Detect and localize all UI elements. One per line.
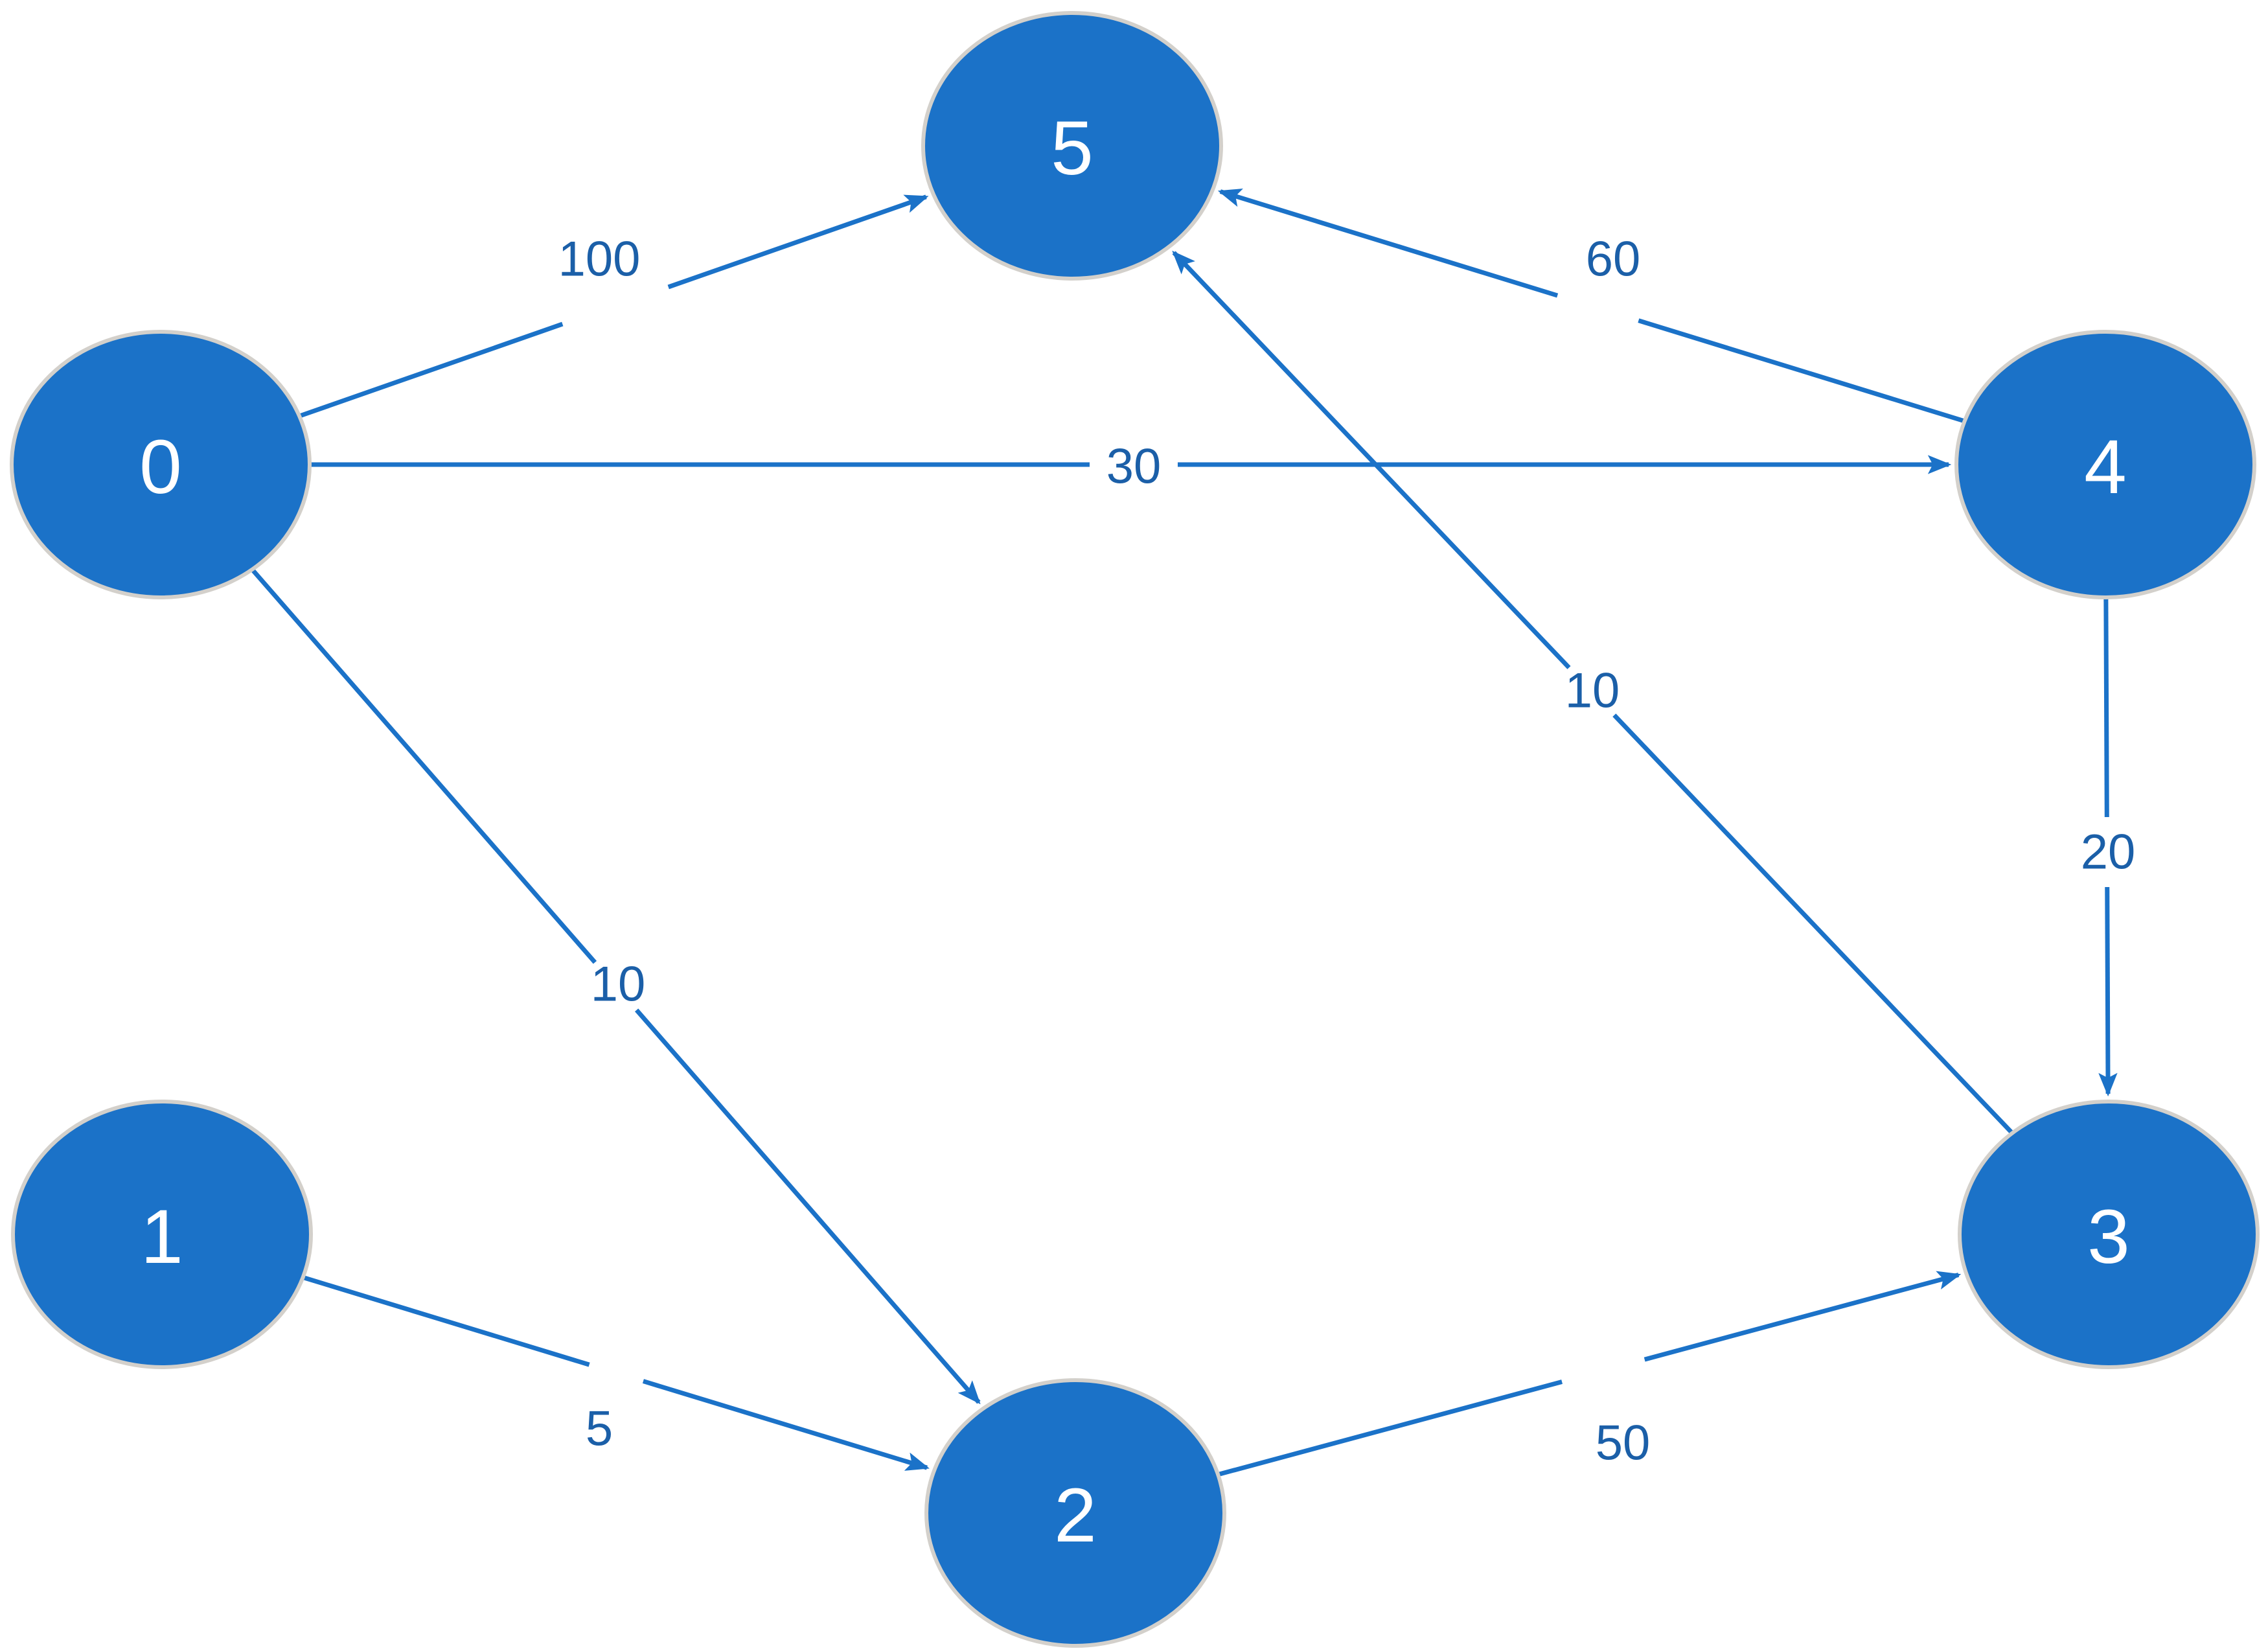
edge-segment bbox=[1638, 318, 1965, 424]
edge-labels-layer: 100 30 10 5 50 10 60 20 bbox=[558, 232, 2136, 1471]
node-shape-3 bbox=[1958, 1100, 2260, 1369]
edge-segment-arrow bbox=[634, 1008, 981, 1405]
edge-segment bbox=[1217, 1380, 1563, 1477]
graph-edge-1-2[interactable] bbox=[302, 1275, 930, 1471]
edge-segment bbox=[2103, 597, 2109, 818]
graph-edge-4-5[interactable] bbox=[1217, 189, 1965, 424]
node-label-3: 3 bbox=[2087, 1194, 2130, 1280]
node-label-2: 2 bbox=[1054, 1473, 1097, 1558]
graph-node-2[interactable]: 2 bbox=[924, 1378, 1226, 1648]
node-label-1: 1 bbox=[141, 1194, 183, 1280]
edge-weight-label-4-5: 60 bbox=[1586, 232, 1641, 287]
edge-segment-arrow bbox=[1217, 189, 1559, 298]
edge-segment bbox=[302, 1275, 590, 1367]
graph-node-4[interactable]: 4 bbox=[1954, 330, 2256, 599]
node-shape-4 bbox=[1954, 330, 2256, 599]
edge-weight-label-4-3: 20 bbox=[2081, 825, 2136, 880]
edge-segment-arrow bbox=[1644, 1271, 1962, 1362]
edge-segment-arrow bbox=[1172, 250, 1571, 669]
node-shape-0 bbox=[10, 330, 312, 599]
edge-weight-label-3-5: 10 bbox=[1565, 664, 1620, 719]
edge-weight-label-2-3: 50 bbox=[1596, 1416, 1651, 1471]
edge-weight-label-0-5: 100 bbox=[558, 232, 641, 287]
graph-edge-0-5[interactable] bbox=[298, 194, 929, 419]
node-shape-1 bbox=[11, 1100, 313, 1369]
graph-edge-0-2[interactable] bbox=[250, 568, 981, 1405]
edge-weight-label-0-2: 10 bbox=[591, 957, 646, 1012]
node-shape-2 bbox=[924, 1378, 1226, 1648]
node-label-4: 4 bbox=[2084, 424, 2127, 510]
graph-node-0[interactable]: 0 bbox=[10, 330, 312, 599]
nodes-layer: 0 1 2 3 4 5 bbox=[10, 11, 2260, 1648]
graph-edge-2-3[interactable] bbox=[1217, 1271, 1962, 1477]
edge-segment-arrow bbox=[642, 1379, 930, 1471]
node-shape-5 bbox=[921, 11, 1223, 281]
graph-node-5[interactable]: 5 bbox=[921, 11, 1223, 281]
edge-weight-label-0-4: 30 bbox=[1106, 439, 1162, 494]
edge-weight-label-1-2: 5 bbox=[586, 1402, 613, 1457]
graph-edge-4-3[interactable] bbox=[2098, 597, 2118, 1097]
edge-segment-arrow bbox=[667, 194, 929, 290]
graph-node-3[interactable]: 3 bbox=[1958, 1100, 2260, 1369]
edge-segment bbox=[298, 321, 564, 419]
node-label-5: 5 bbox=[1051, 106, 1094, 191]
graph-node-1[interactable]: 1 bbox=[11, 1100, 313, 1369]
graph-edge-3-5[interactable] bbox=[1172, 250, 2014, 1135]
edge-segment bbox=[250, 568, 597, 964]
edge-segment bbox=[1612, 713, 2014, 1135]
edge-segment-arrow bbox=[2098, 886, 2118, 1097]
node-label-0: 0 bbox=[139, 424, 182, 510]
edges-layer bbox=[250, 189, 2118, 1477]
